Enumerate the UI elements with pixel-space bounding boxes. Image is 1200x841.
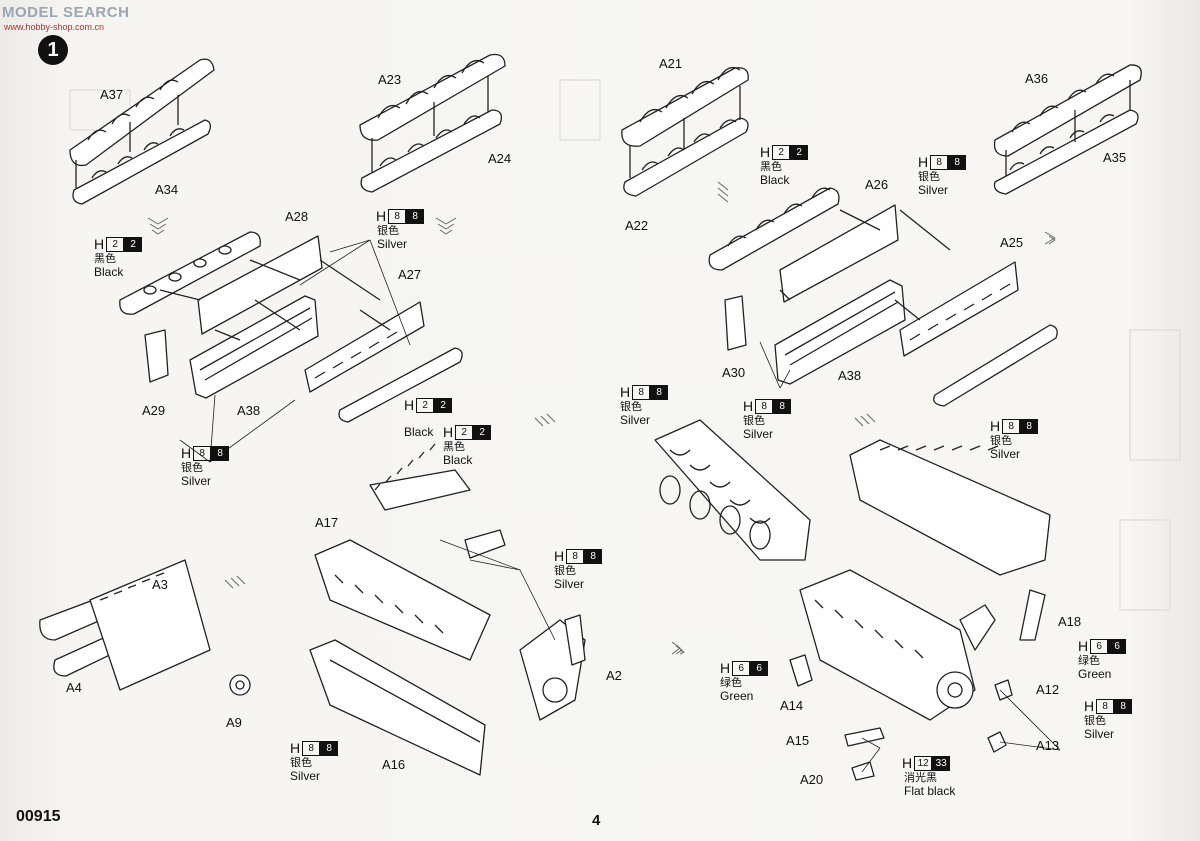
part-label-a21: A21	[659, 56, 683, 71]
part-label-a17: A17	[315, 515, 339, 530]
part-label-a30: A30	[722, 365, 746, 380]
part-label-a4: A4	[66, 680, 82, 695]
part-label-a28: A28	[285, 209, 309, 224]
step-number: 1	[38, 35, 68, 65]
watermark-logo: MODEL SEARCH	[2, 4, 130, 21]
part-label-a29: A29	[142, 403, 166, 418]
part-label-a37: A37	[100, 87, 124, 102]
part-label-a15: A15	[786, 733, 810, 748]
part-label-a36: A36	[1025, 71, 1049, 86]
paint-note-black: Black	[404, 425, 434, 439]
part-label-a27: A27	[398, 267, 422, 282]
part-label-a12: A12	[1036, 682, 1060, 697]
part-label-a38-right: A38	[838, 368, 862, 383]
part-label-a9: A9	[226, 715, 242, 730]
part-label-a22: A22	[625, 218, 649, 233]
part-label-a14: A14	[780, 698, 804, 713]
part-label-a25: A25	[1000, 235, 1024, 250]
part-label-a26: A26	[865, 177, 889, 192]
part-label-a24: A24	[488, 151, 512, 166]
part-label-a23: A23	[378, 72, 402, 87]
part-label-a38-left: A38	[237, 403, 261, 418]
part-label-a20: A20	[800, 772, 824, 787]
part-label-a3: A3	[152, 577, 168, 592]
product-code: 00915	[16, 808, 61, 825]
part-label-a2: A2	[606, 668, 622, 683]
part-label-a34: A34	[155, 182, 179, 197]
part-label-a16: A16	[382, 757, 406, 772]
part-label-a18: A18	[1058, 614, 1082, 629]
watermark-url: www.hobby-shop.com.cn	[4, 22, 105, 32]
part-label-a13: A13	[1036, 738, 1060, 753]
part-label-a35: A35	[1103, 150, 1127, 165]
page-number: 4	[592, 812, 601, 829]
